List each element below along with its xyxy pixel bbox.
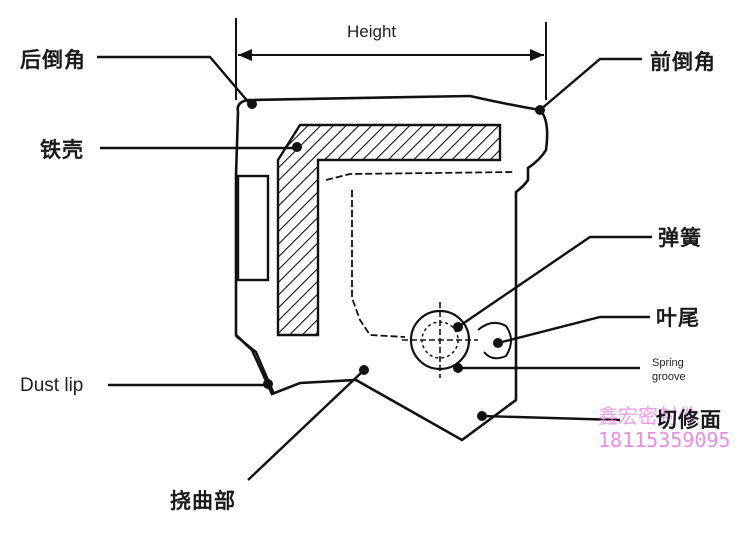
inner-contour xyxy=(325,171,516,338)
rear-chamfer-leader xyxy=(97,55,251,105)
spring-groove-label: Spring groove xyxy=(652,356,686,384)
dust-lip-label: Dust lip xyxy=(20,375,84,396)
spring-symbol xyxy=(402,302,478,378)
spring-leader xyxy=(457,235,652,328)
spring-groove-label-line1: Spring xyxy=(652,357,684,369)
spring-label: 弹簧 xyxy=(658,226,702,250)
front-chamfer-leader xyxy=(539,57,642,111)
flex-section-label: 挠曲部 xyxy=(170,489,236,513)
spring-groove-label-line2: groove xyxy=(652,371,686,383)
trim-face-leader xyxy=(481,414,621,422)
height-label: Height xyxy=(347,22,397,41)
watermark-name: 鑫宏密封件 xyxy=(598,404,698,428)
leaf-tail-label: 叶尾 xyxy=(656,306,700,330)
trim-face-label: 切修面 xyxy=(656,408,722,432)
metal-case-label: 铁壳 xyxy=(40,138,84,162)
leader-dots xyxy=(247,99,545,421)
watermark-phone: 18115359095 xyxy=(598,428,731,452)
rear-chamfer-label: 后倒角 xyxy=(20,48,86,72)
leaf-tail-leader xyxy=(497,315,650,345)
outer-recess xyxy=(236,174,270,282)
front-chamfer-label: 前倒角 xyxy=(650,50,716,74)
flex-section-leader xyxy=(247,371,363,481)
